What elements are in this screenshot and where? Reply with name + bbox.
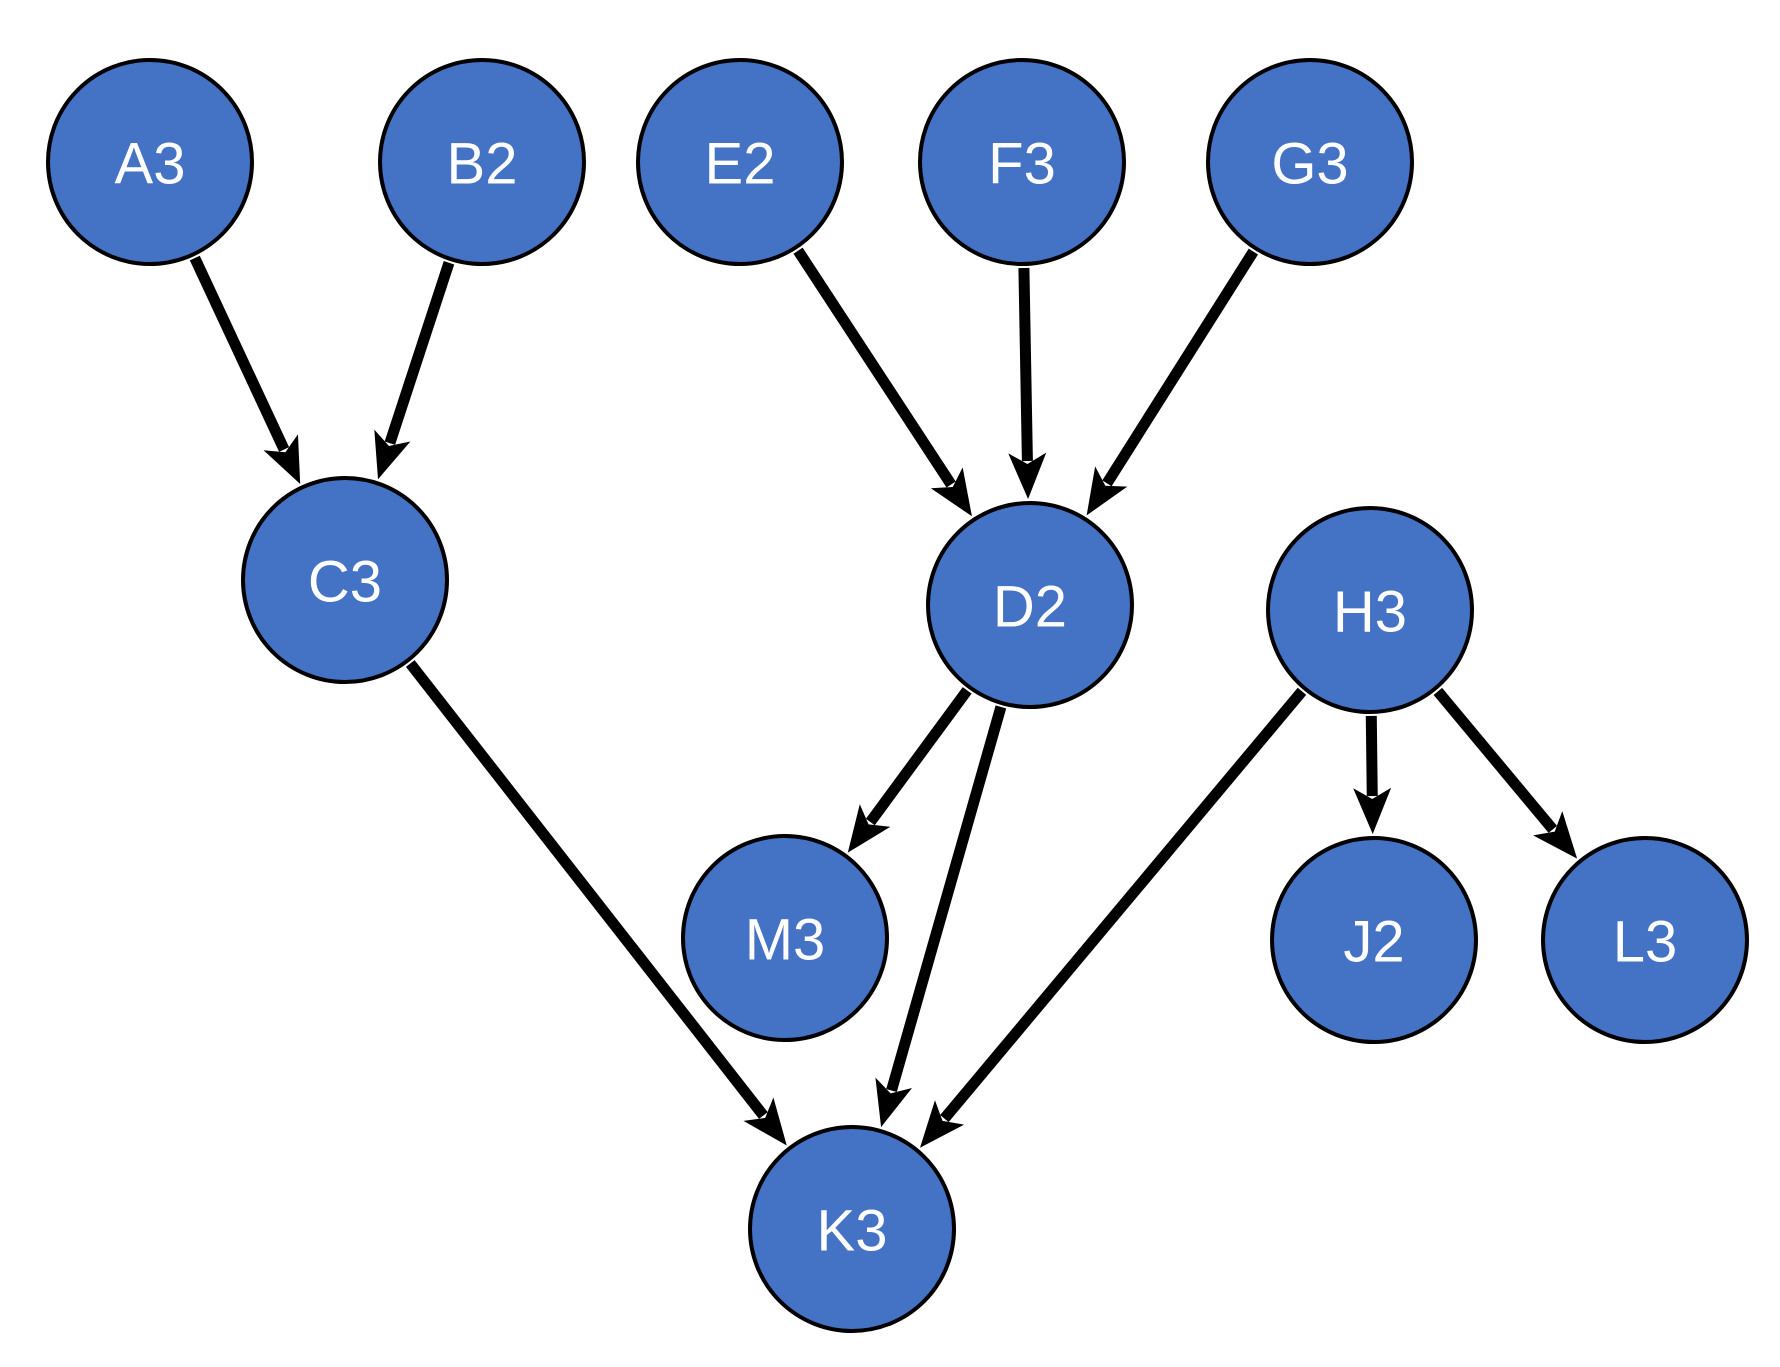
node-circle[interactable] [926,501,1134,709]
node-circle[interactable] [918,58,1126,266]
graph-node-k3[interactable]: K3 [748,1125,956,1333]
graph-node-m3[interactable]: M3 [681,834,889,1042]
edge-h3-to-j2 [1353,715,1392,835]
edge-b2-to-c3 [374,261,455,480]
edge-line [189,255,290,452]
edge-f3-to-d2 [1008,267,1047,500]
graph-node-a3[interactable]: A3 [46,58,254,266]
graph-node-d2[interactable]: D2 [926,501,1134,709]
node-circle[interactable] [378,58,586,266]
edge-line [865,687,972,826]
node-circle[interactable] [681,834,889,1042]
arrow-head-icon [1008,452,1047,500]
edge-line [886,705,1007,1093]
node-circle[interactable] [46,58,254,266]
edge-line [940,687,1307,1123]
node-circle[interactable] [1541,836,1749,1044]
node-label: K3 [817,1199,888,1264]
node-label: C3 [308,550,382,615]
node-label: L3 [1613,910,1678,975]
edge-h3-to-l3 [1433,687,1578,859]
edge-line [1365,715,1378,797]
node-label: J2 [1343,910,1404,975]
arrow-head-icon [1353,787,1392,835]
edge-line [793,247,956,488]
arrow-head-icon [1086,466,1128,516]
graph-node-l3[interactable]: L3 [1541,836,1749,1044]
node-label: M3 [745,908,826,973]
edge-d2-to-k3 [875,705,1007,1128]
node-label: E2 [705,132,776,197]
graph-node-c3[interactable]: C3 [241,476,449,684]
edge-line [405,660,768,1119]
arrow-head-icon [875,1077,912,1128]
node-circle[interactable] [748,1125,956,1333]
edge-line [1433,687,1558,833]
graph-node-h3[interactable]: H3 [1266,506,1474,714]
edge-d2-to-m3 [847,687,972,853]
edge-g3-to-d2 [1086,248,1259,516]
graph-node-g3[interactable]: G3 [1206,58,1414,266]
edge-line [1018,267,1033,462]
arrow-head-icon [743,1097,787,1146]
graph-node-j2[interactable]: J2 [1270,836,1478,1044]
node-label: F3 [988,132,1056,197]
edge-line [1102,248,1259,487]
node-label: A3 [115,132,186,197]
node-label: D2 [993,575,1067,640]
node-label: B2 [447,132,518,197]
arrow-head-icon [374,429,411,480]
node-circle[interactable] [241,476,449,684]
node-label: G3 [1271,132,1348,197]
node-circle[interactable] [1206,58,1414,266]
graph-node-f3[interactable]: F3 [918,58,1126,266]
node-label: H3 [1333,580,1407,645]
edge-line [384,261,455,445]
graph-node-b2[interactable]: B2 [378,58,586,266]
graph-node-e2[interactable]: E2 [636,58,844,266]
arrow-head-icon [920,1100,965,1148]
edges-layer [189,247,1578,1148]
edge-e2-to-d2 [793,247,972,517]
node-circle[interactable] [1266,506,1474,714]
edge-h3-to-k3 [920,687,1307,1148]
node-circle[interactable] [1270,836,1478,1044]
edge-a3-to-c3 [189,255,301,484]
node-circle[interactable] [636,58,844,266]
edge-c3-to-k3 [405,660,787,1146]
arrow-head-icon [930,467,972,517]
arrow-head-icon [263,434,301,484]
arrow-head-icon [1533,811,1578,859]
arrow-head-icon [847,804,891,853]
